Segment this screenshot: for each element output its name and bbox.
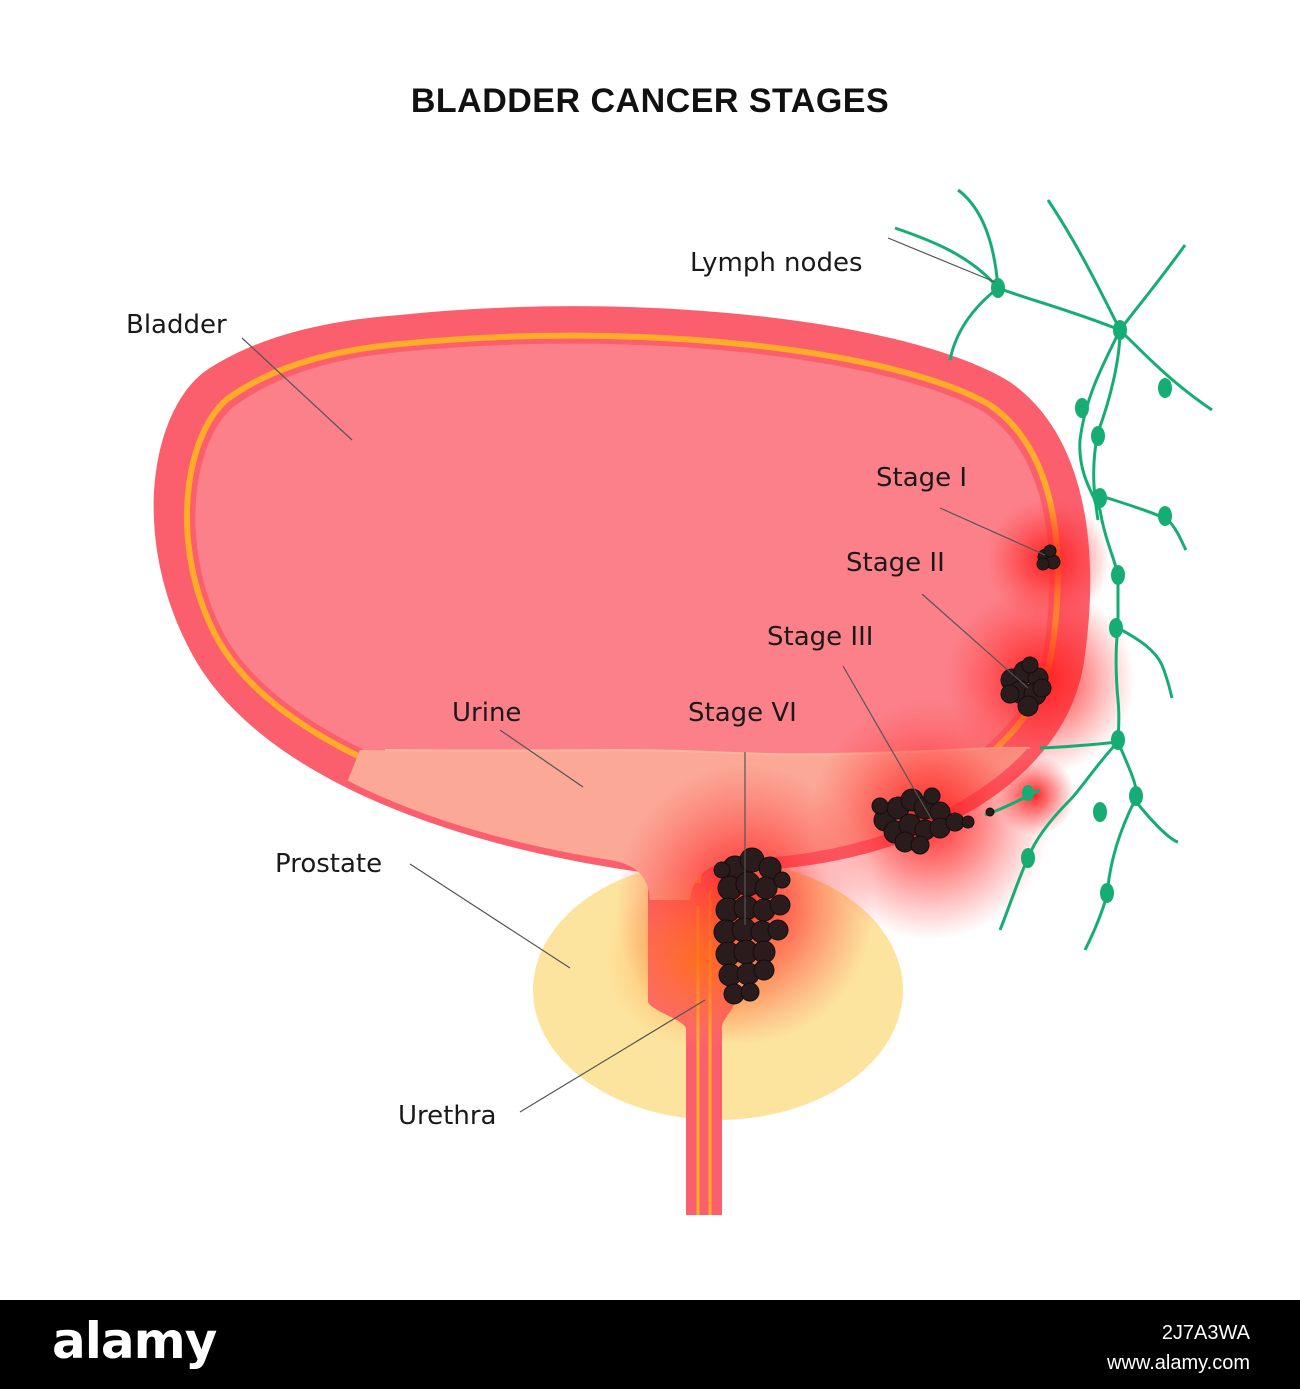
label-stage-3: Stage III	[767, 622, 874, 652]
page-title: BLADDER CANCER STAGES	[410, 82, 890, 120]
bladder-interior	[195, 343, 1050, 867]
stage-vi-tumor	[713, 847, 791, 1005]
label-lymph-nodes: Lymph nodes	[690, 248, 863, 278]
bladder-diagram	[153, 188, 1213, 1215]
label-urethra: Urethra	[398, 1101, 497, 1131]
image-id: 2J7A3WA	[1161, 1322, 1250, 1344]
label-urine: Urine	[452, 698, 522, 728]
alamy-logo: alamy	[52, 1312, 217, 1370]
image-credit: 2J7A3WA www.alamy.com	[1107, 1318, 1250, 1378]
label-stage-2: Stage II	[846, 548, 945, 578]
stage-3-spread-glow	[995, 755, 1075, 835]
lymph-node-cluster	[991, 278, 1172, 903]
stage-2-tumor	[1000, 656, 1052, 717]
stage-3-tumor	[871, 787, 995, 855]
site-url: www.alamy.com	[1107, 1352, 1250, 1374]
leader-lines	[241, 237, 1046, 1113]
label-stage-1: Stage I	[876, 463, 968, 493]
label-prostate: Prostate	[275, 849, 383, 879]
label-bladder: Bladder	[126, 310, 227, 340]
label-stage-vi: Stage VI	[688, 698, 797, 728]
watermark-footer: alamy 2J7A3WA www.alamy.com	[0, 1300, 1300, 1389]
